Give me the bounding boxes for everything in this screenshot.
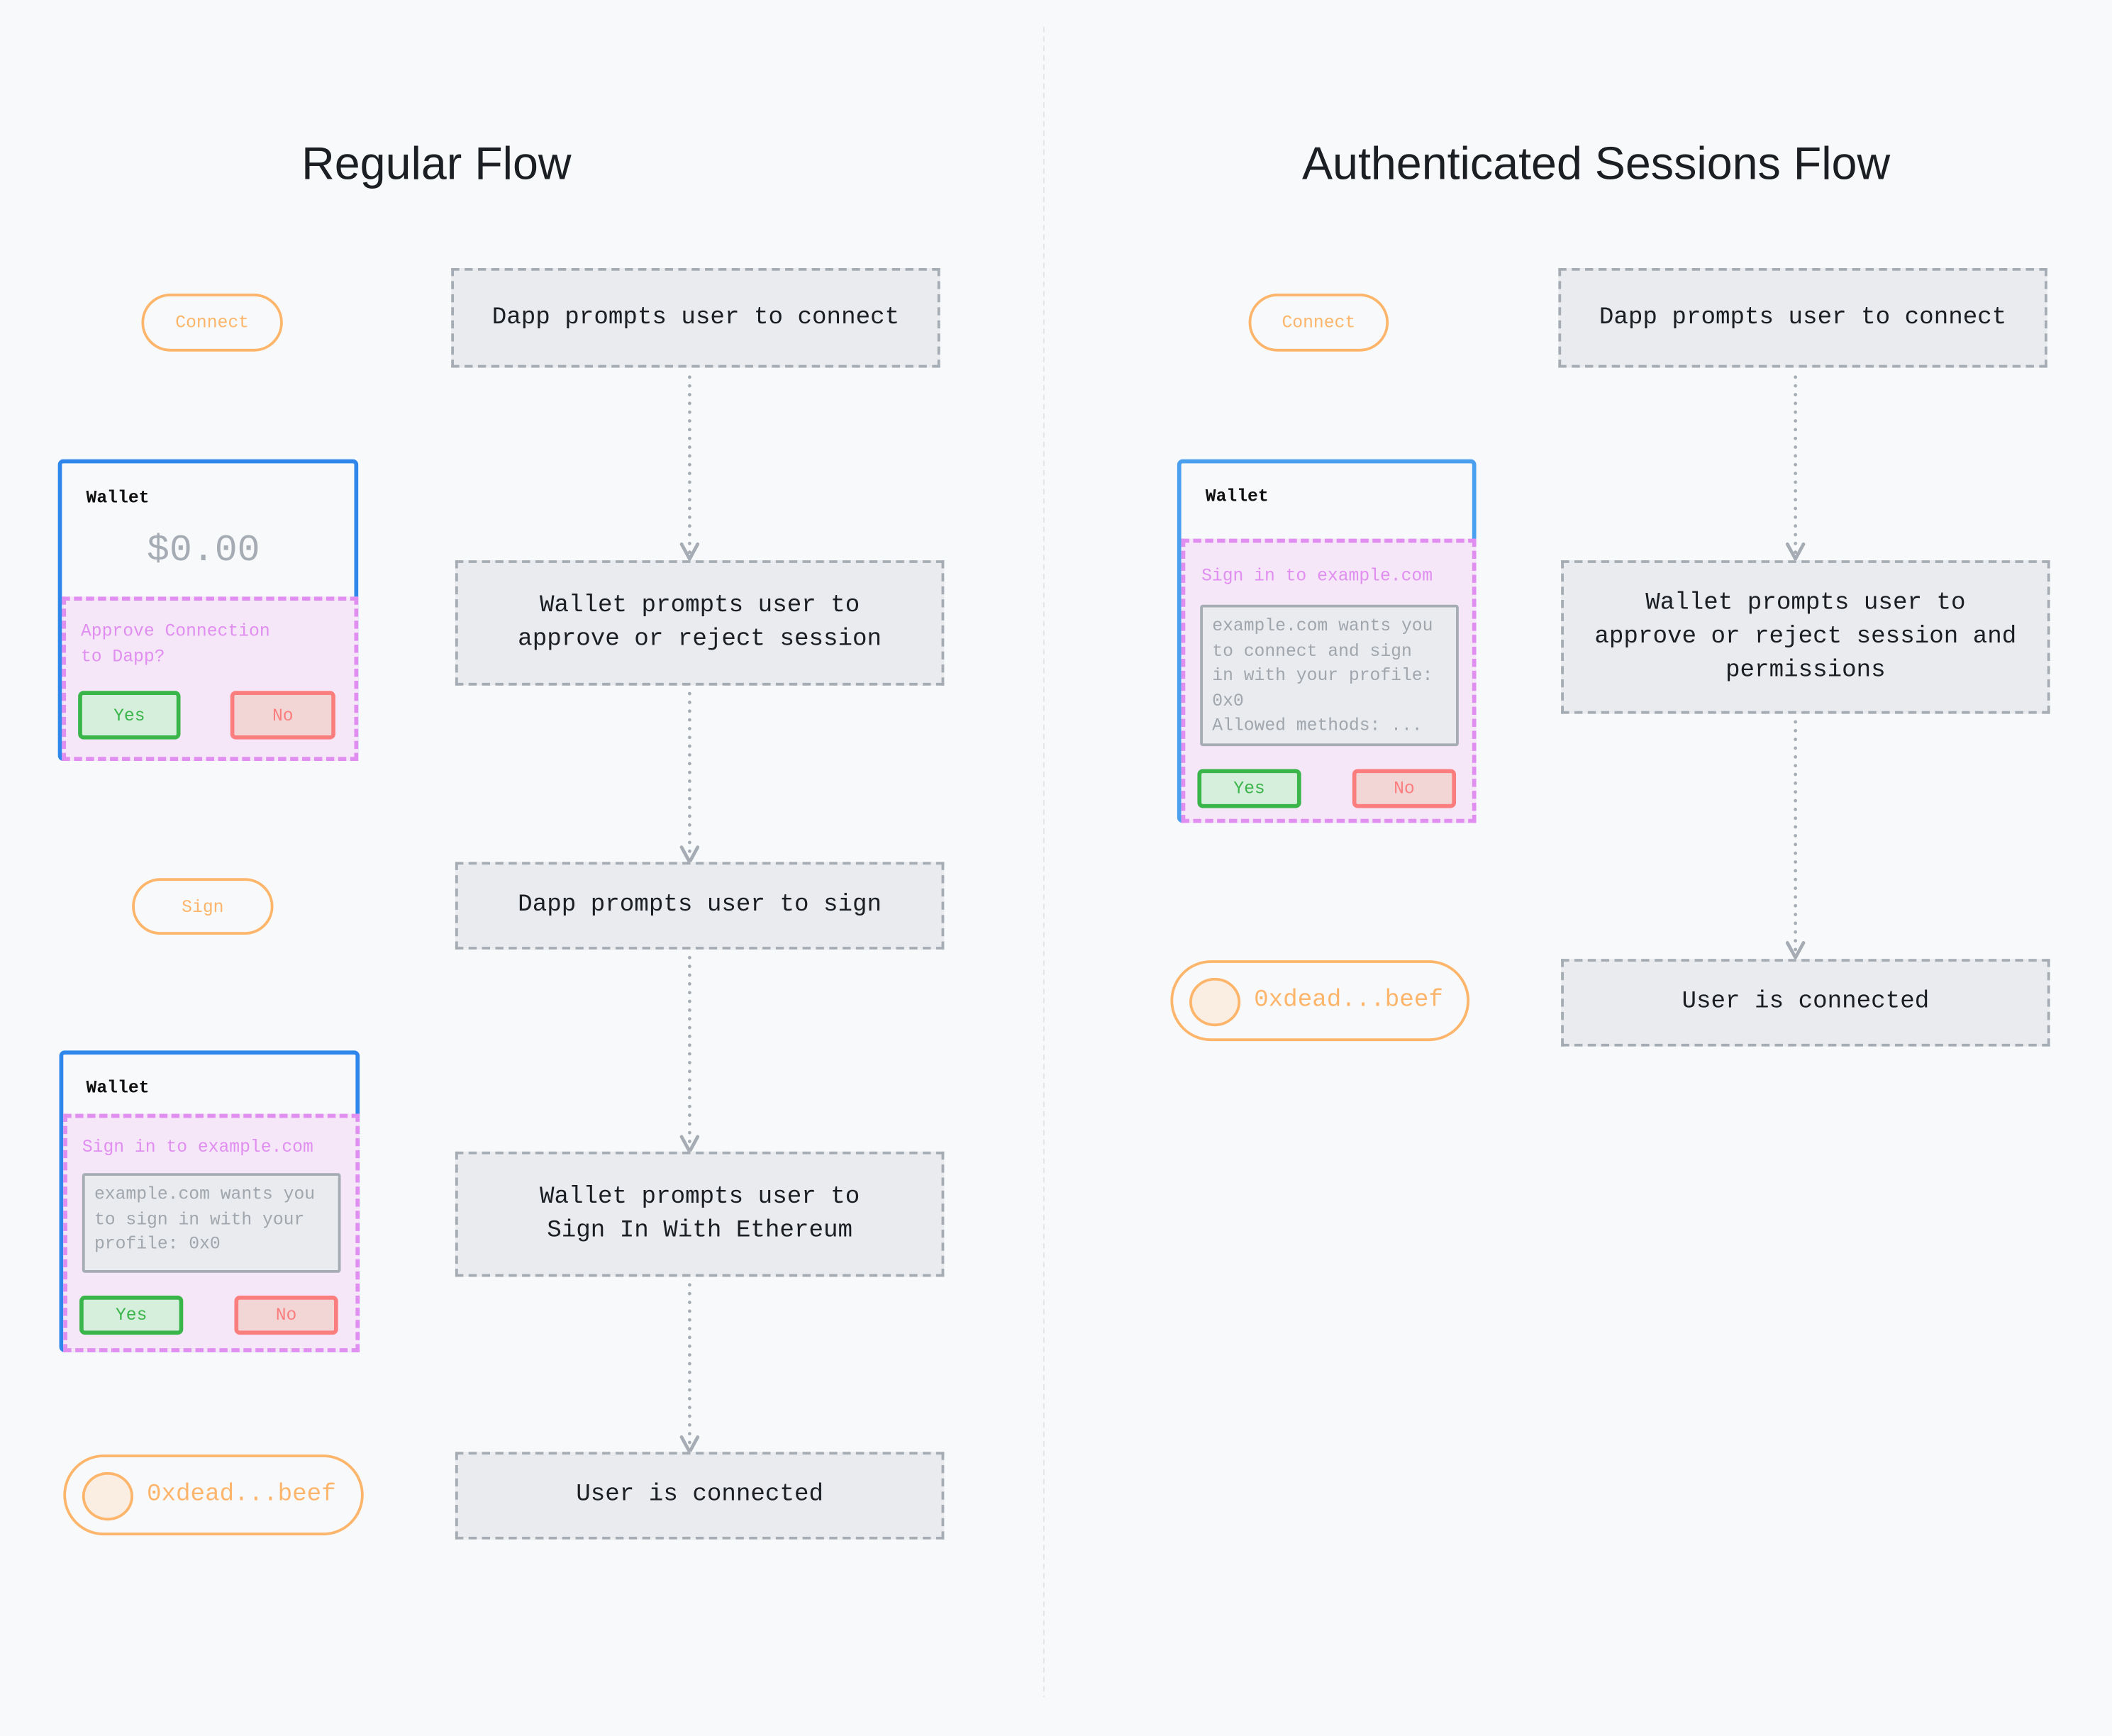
step-dapp-connect: Dapp prompts user to connect [451, 267, 940, 368]
regular-flow-title: Regular Flow [301, 138, 572, 190]
wallet-auth-window: Wallet Sign in to example.com example.co… [1177, 459, 1477, 823]
connect-button[interactable]: Connect [141, 294, 283, 352]
step-wallet-approve: Wallet prompts user to approve or reject… [455, 560, 945, 686]
sign-in-modal: Sign in to example.com example.com wants… [63, 1113, 360, 1352]
arrow-left-4 [679, 1283, 700, 1456]
arrow-right-2 [1785, 720, 1806, 962]
wallet-title: Wallet [1205, 486, 1269, 507]
sign-message: example.com wants you to connect and sig… [1200, 604, 1459, 747]
no-button[interactable]: No [234, 1296, 338, 1335]
sign-button[interactable]: Sign [132, 878, 274, 935]
step-user-connected: User is connected [455, 1452, 945, 1540]
yes-button[interactable]: Yes [79, 1296, 184, 1335]
wallet-sign-window: Wallet Sign in to example.com example.co… [59, 1050, 360, 1352]
avatar [82, 1471, 134, 1521]
avatar [1189, 977, 1241, 1027]
sign-in-permissions-modal: Sign in to example.com example.com wants… [1181, 538, 1477, 823]
modal-prompt: Sign in to example.com [82, 1136, 313, 1157]
connected-address-pill[interactable]: 0xdead...beef [1170, 960, 1470, 1042]
arrow-right-1 [1785, 375, 1806, 563]
connect-button[interactable]: Connect [1248, 294, 1389, 352]
arrow-left-3 [679, 955, 700, 1155]
wallet-balance: $0.00 [146, 530, 260, 573]
sign-message: example.com wants you to sign in with yo… [82, 1173, 341, 1273]
modal-prompt: Sign in to example.com [1201, 565, 1433, 586]
wallet-connect-window: Wallet $0.00 Approve Connection to Dapp?… [57, 459, 359, 762]
yes-button[interactable]: Yes [1197, 769, 1301, 808]
step-dapp-sign: Dapp prompts user to sign [455, 862, 945, 950]
address-text: 0xdead...beef [147, 1481, 336, 1509]
wallet-title: Wallet [86, 1077, 150, 1098]
address-text: 0xdead...beef [1254, 987, 1443, 1015]
modal-prompt: Approve Connection to Dapp? [80, 621, 270, 667]
no-button[interactable]: No [230, 691, 335, 740]
step-dapp-connect: Dapp prompts user to connect [1558, 267, 2047, 368]
step-wallet-approve-permissions: Wallet prompts user to approve or reject… [1561, 560, 2050, 714]
wallet-title: Wallet [86, 487, 150, 508]
arrow-left-1 [679, 375, 700, 563]
arrow-left-2 [679, 691, 700, 866]
step-wallet-siwe: Wallet prompts user to Sign In With Ethe… [455, 1151, 945, 1277]
auth-flow-title: Authenticated Sessions Flow [1301, 138, 1891, 190]
connected-address-pill[interactable]: 0xdead...beef [63, 1454, 364, 1536]
approve-connection-modal: Approve Connection to Dapp? Yes No [62, 596, 359, 762]
step-user-connected: User is connected [1561, 959, 2050, 1047]
no-button[interactable]: No [1352, 769, 1457, 808]
yes-button[interactable]: Yes [78, 691, 181, 740]
